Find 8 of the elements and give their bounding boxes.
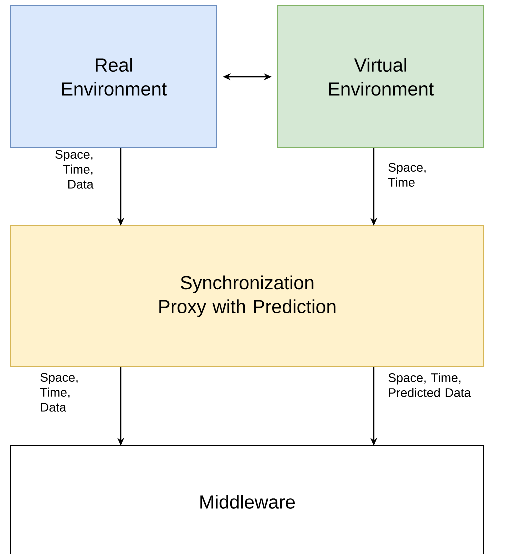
edge-label: Space, Time <box>388 163 426 187</box>
process-box: Middleware <box>10 446 484 554</box>
process-box: Virtual Environment <box>278 6 484 148</box>
edge-label: Space, Time, Data <box>56 150 94 189</box>
process-box: Real Environment <box>10 6 218 148</box>
edge-label: Space, Time, Predicted Data <box>388 373 472 398</box>
edge-label: Space, Time, Data <box>40 373 78 412</box>
process-box: Synchronization Proxy with Prediction <box>10 226 484 368</box>
